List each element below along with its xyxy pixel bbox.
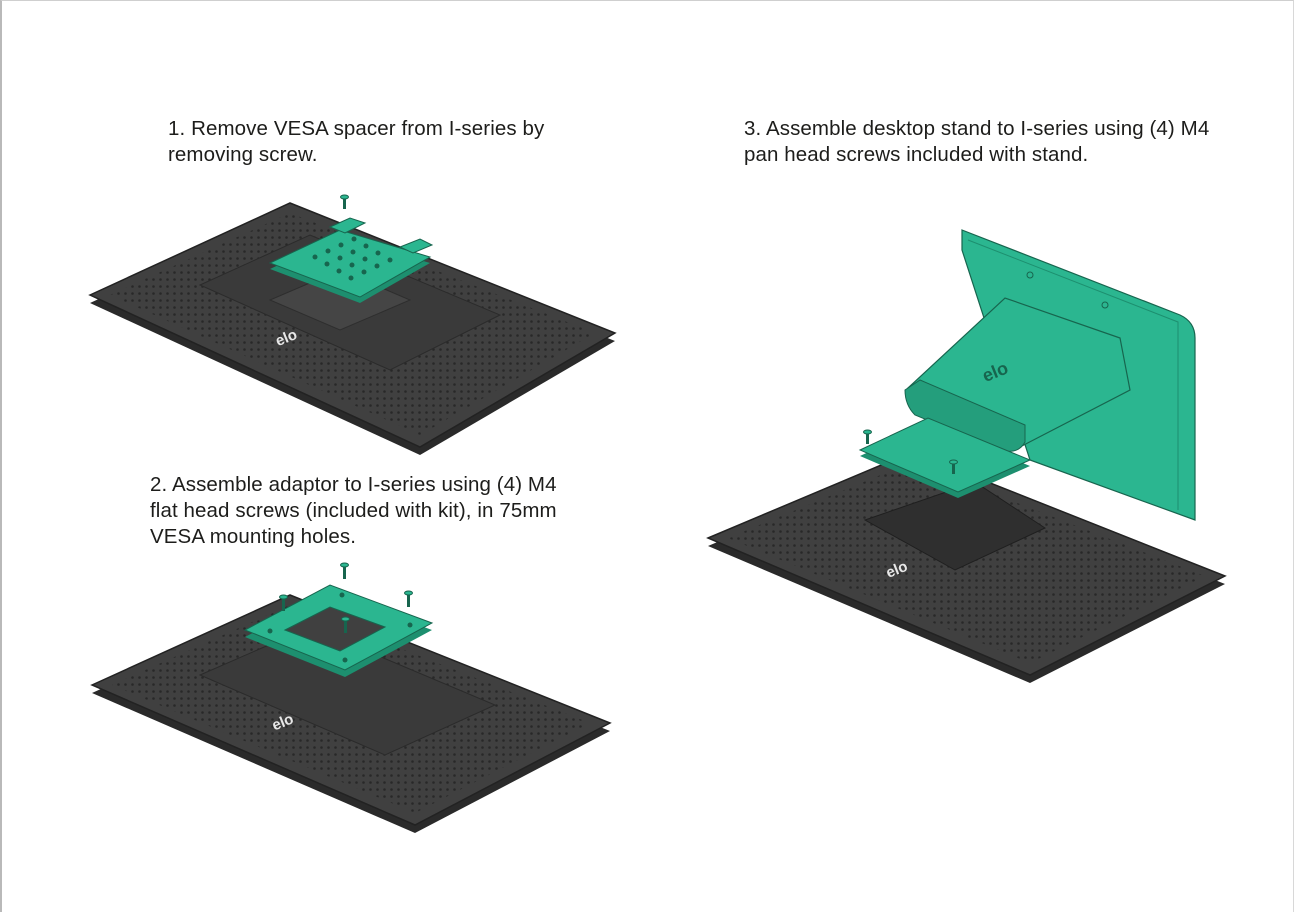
step-1-instruction: 1. Remove VESA spacer from I-series by r… (168, 117, 545, 166)
svg-text:elo: elo (270, 710, 296, 734)
elo-logo: elo (273, 326, 299, 350)
monitor-back (706, 451, 1227, 683)
step-2-illustration: elo (90, 562, 612, 833)
stand-base-plate (858, 417, 1032, 498)
monitor-back (90, 594, 612, 833)
elo-logo: elo (270, 710, 296, 734)
screw-icon (863, 429, 872, 444)
screw-icon (949, 459, 958, 474)
step-3-illustration: elo elo (706, 229, 1227, 683)
svg-text:elo: elo (884, 558, 910, 582)
vesa-spacer (268, 217, 434, 303)
svg-text:elo: elo (273, 326, 299, 350)
screw-icon (404, 590, 413, 607)
screw-icon (279, 594, 288, 611)
step-1-illustration: elo (88, 194, 617, 455)
stand-arm: elo (904, 297, 1131, 452)
screw-icon (340, 562, 349, 579)
step-2-instruction: 2. Assemble adaptor to I-series using (4… (150, 473, 557, 548)
step-3-instruction: 3. Assemble desktop stand to I-series us… (744, 117, 1210, 166)
screw-icon (340, 194, 349, 209)
elo-logo: elo (884, 558, 910, 582)
adaptor-plate (243, 584, 434, 677)
screw-icon (341, 616, 350, 633)
